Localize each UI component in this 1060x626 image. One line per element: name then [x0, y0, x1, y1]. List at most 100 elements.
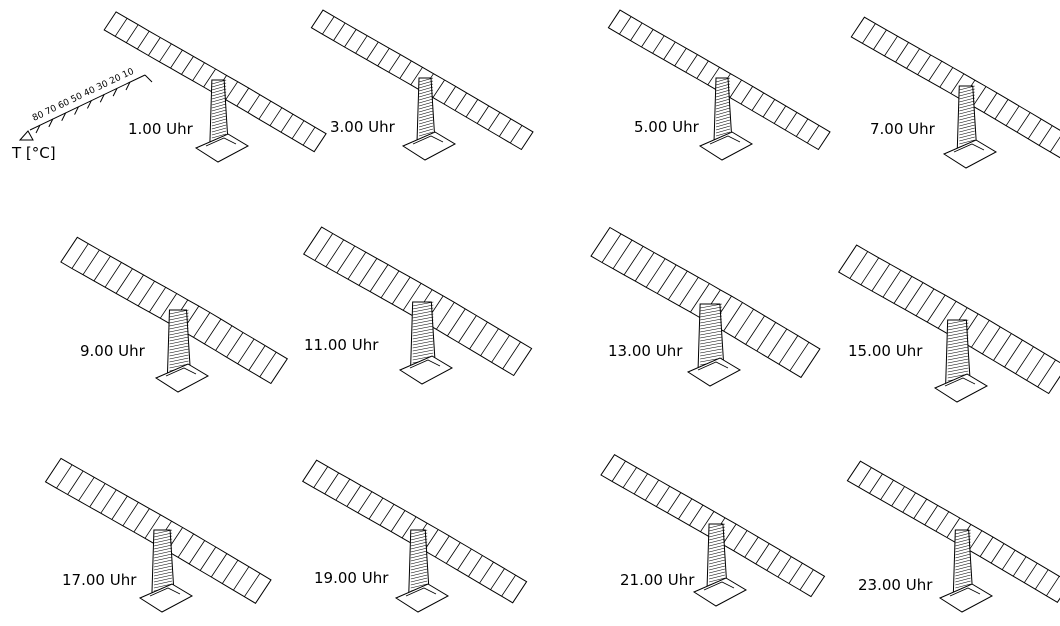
web-hatch-line — [418, 104, 434, 110]
deck-hatch-line — [893, 276, 913, 304]
web-hatch-line — [153, 541, 173, 547]
deck-hatch-line — [679, 277, 699, 307]
deck-hatch-line — [939, 67, 954, 88]
deck-hatch-line — [630, 22, 643, 41]
time-label: 15.00 Uhr — [848, 342, 923, 360]
deck-hatch-line — [258, 100, 272, 120]
web-hatch-line — [959, 97, 975, 103]
scale-tick — [35, 124, 41, 134]
web-hatch-line — [715, 95, 731, 101]
deck-hatch-line — [111, 495, 128, 520]
web-hatch-line — [169, 327, 189, 333]
web-hatch-line — [211, 103, 227, 109]
web-hatch-line — [153, 529, 173, 535]
deck-hatch-line — [126, 274, 144, 300]
deck-hatch-line — [756, 322, 777, 352]
web-hatch-line — [955, 571, 971, 577]
deck-hatch-line — [806, 125, 820, 144]
deck-hatch-line — [795, 118, 809, 137]
bottom-flange — [401, 131, 457, 161]
bottom-flange-edge — [409, 359, 441, 369]
deck-hatch-line — [937, 301, 957, 329]
deck-hatch-line — [696, 60, 709, 79]
scale-tick-label: 40 — [82, 85, 97, 99]
deck-hatch-line — [125, 24, 139, 43]
web-hatch-line — [959, 118, 975, 124]
deck-hatch-line — [346, 485, 362, 507]
deck-hatch-line — [445, 542, 461, 564]
web-hatch-line — [211, 91, 227, 97]
web-hatch-line — [410, 538, 428, 544]
web-hatch-line — [715, 80, 731, 86]
web-hatch-line — [169, 315, 189, 321]
web-hatch-line — [715, 116, 731, 122]
deck-hatch-line — [766, 549, 781, 571]
web-hatch-line — [700, 303, 722, 309]
web-hatch-line — [955, 550, 971, 556]
bottom-flange — [933, 373, 989, 403]
web-hatch-line — [955, 562, 971, 568]
web-hatch-line — [412, 331, 434, 337]
web-hatch-line — [700, 339, 722, 345]
deck-hatch-line — [226, 332, 244, 358]
web-hatch-line — [955, 568, 971, 574]
web-hatch-line — [169, 348, 189, 354]
panel-3: 5.00 Uhr — [607, 9, 831, 161]
deck-hatch-line — [136, 30, 150, 50]
deck-hatch-line — [858, 467, 872, 488]
deck-hatch-line — [1037, 359, 1056, 388]
web-hatch-line — [412, 307, 434, 313]
web-hatch-line — [715, 107, 731, 113]
bottom-flange-edge — [205, 137, 237, 147]
bottom-flange-edge — [703, 581, 735, 591]
deck-hatch-line — [377, 48, 390, 67]
web-hatch-line — [947, 334, 969, 340]
deck-hatch-line — [778, 335, 799, 365]
web-hatch-line — [708, 559, 726, 565]
deck-hatch-line — [601, 233, 622, 263]
web-hatch-line — [410, 553, 428, 559]
time-label: 11.00 Uhr — [304, 336, 379, 354]
time-label: 3.00 Uhr — [330, 118, 396, 136]
deck-hatch-line — [751, 92, 765, 111]
web-hatch-line — [412, 301, 434, 307]
web-hatch-line — [153, 535, 173, 541]
panel-5: 9.00 Uhr — [60, 236, 289, 393]
deck-hatch-line — [236, 87, 250, 107]
web-hatch-line — [169, 354, 189, 360]
scale-tick-label: 10 — [121, 67, 136, 81]
deck-hatch-line — [170, 49, 183, 69]
scale-tick-label: 70 — [44, 104, 59, 118]
bottom-flange — [398, 355, 454, 385]
web-hatch-line — [708, 526, 726, 532]
deck-hatch-line — [67, 470, 84, 495]
web-hatch-line — [169, 345, 189, 351]
deck-hatch-line — [773, 105, 787, 124]
web-hatch-line — [211, 109, 227, 115]
web-hatch-line — [700, 342, 722, 348]
scale-tick-label: 60 — [57, 97, 72, 111]
deck-hatch-line — [402, 283, 422, 311]
web-hatch-line — [412, 352, 434, 358]
web-hatch-line — [418, 80, 434, 86]
web-hatch-line — [410, 532, 428, 538]
scale-tick — [74, 106, 80, 115]
web-hatch-line — [947, 328, 969, 334]
web-hatch-line — [947, 346, 969, 352]
bottom-flange — [938, 583, 994, 613]
web-hatch-line — [211, 97, 227, 103]
deck-hatch-line — [468, 555, 483, 577]
web-hatch-line — [418, 128, 434, 134]
deck-hatch-line — [479, 561, 494, 584]
web-hatch-line — [947, 322, 969, 328]
deck-hatch-line — [926, 294, 946, 323]
web-hatch-line — [700, 336, 722, 342]
time-label: 23.00 Uhr — [858, 576, 933, 594]
deck-hatch-line — [225, 81, 239, 100]
deck-hatch-line — [972, 86, 987, 107]
bottom-flange — [698, 131, 754, 161]
deck-hatch-line — [734, 308, 754, 338]
scale-axis-line — [29, 74, 146, 131]
deck-hatch-line — [336, 245, 356, 274]
